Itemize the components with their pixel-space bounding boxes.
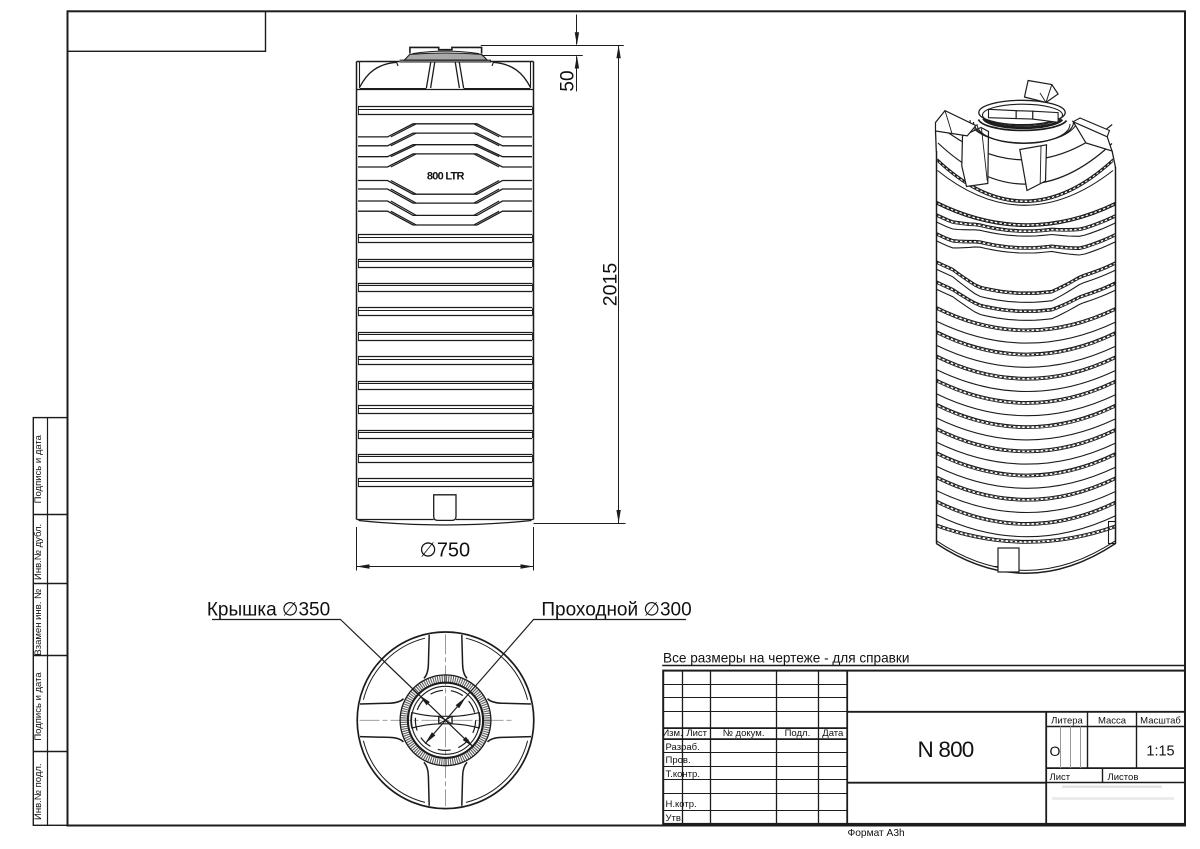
svg-text:Лист: Лист	[1050, 772, 1071, 783]
svg-text:Инв.№ подл.: Инв.№ подл.	[33, 763, 44, 820]
svg-text:Дата: Дата	[822, 728, 844, 739]
svg-text:Листов: Листов	[1108, 772, 1139, 783]
svg-text:Проходной ∅300: Проходной ∅300	[541, 600, 691, 621]
svg-text:Утв.: Утв.	[666, 813, 684, 824]
svg-text:N 800: N 800	[917, 737, 973, 762]
svg-text:Масса: Масса	[1098, 715, 1127, 726]
svg-text:Крышка ∅350: Крышка ∅350	[207, 600, 330, 621]
svg-text:Подпись и дата: Подпись и дата	[33, 434, 44, 503]
svg-text:Разраб.: Разраб.	[666, 742, 700, 753]
svg-text:Лист: Лист	[686, 728, 707, 739]
svg-text:Изм.: Изм.	[662, 728, 682, 739]
svg-text:Все размеры на чертеже - для с: Все размеры на чертеже - для справки	[663, 651, 909, 666]
svg-text:Инв.№ дубл.: Инв.№ дубл.	[33, 524, 44, 580]
svg-text:№ докум.: № докум.	[723, 728, 765, 739]
svg-text:50: 50	[558, 70, 579, 91]
svg-text:Масштаб: Масштаб	[1140, 715, 1181, 726]
svg-text:Подпись и дата: Подпись и дата	[33, 672, 44, 741]
svg-text:1:15: 1:15	[1146, 744, 1174, 760]
svg-text:∅750: ∅750	[419, 540, 470, 562]
svg-text:Формат A3h: Формат A3h	[848, 828, 905, 839]
svg-text:Н.котр.: Н.котр.	[666, 799, 697, 810]
svg-text:О: О	[1050, 743, 1061, 759]
svg-text:Т.контр.: Т.контр.	[666, 769, 700, 780]
svg-text:Литера: Литера	[1051, 715, 1083, 726]
svg-text:800 LTR: 800 LTR	[427, 170, 465, 182]
svg-text:2015: 2015	[599, 263, 621, 307]
svg-text:Пров.: Пров.	[666, 755, 691, 766]
svg-text:Взамен инв. №: Взамен инв. №	[33, 589, 44, 656]
svg-text:Подл.: Подл.	[785, 728, 811, 739]
